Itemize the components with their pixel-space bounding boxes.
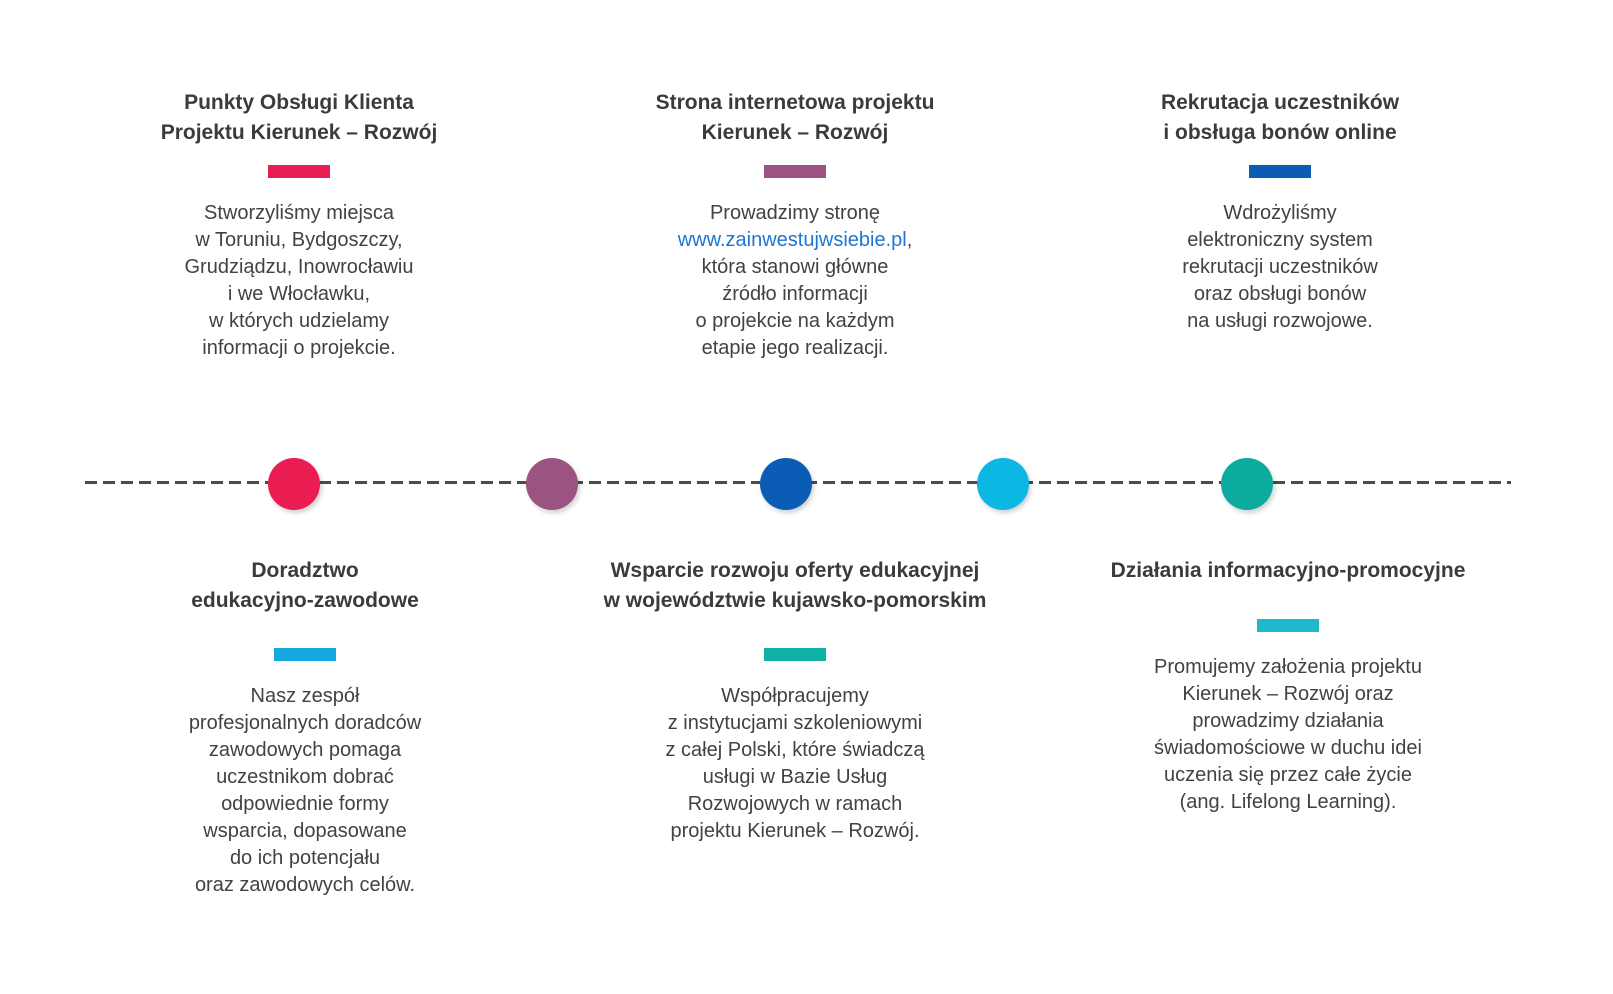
block-body: Prowadzimy stronę www.zainwestujwsiebie.…: [645, 200, 945, 362]
accent-bar: [764, 648, 826, 661]
block-doradztwo: Doradztwo edukacyjno-zawodowe Nasz zespó…: [145, 556, 465, 899]
website-link[interactable]: www.zainwestujwsiebie.pl: [677, 229, 907, 251]
accent-bar: [274, 648, 336, 661]
block-title: Działania informacyjno-promocyjne: [1110, 559, 1466, 582]
body-text-after: , która stanowi główne źródło informacji…: [695, 229, 913, 359]
block-wsparcie-rozwoju: Wsparcie rozwoju oferty edukacyjnej w wo…: [595, 556, 995, 845]
body-text-before: Prowadzimy stronę: [709, 202, 881, 224]
accent-bar: [268, 165, 330, 178]
timeline-dot-1: [268, 458, 320, 510]
block-title: Strona internetowa projektu Kierunek – R…: [655, 91, 935, 144]
block-body: Nasz zespół profesjonalnych doradców zaw…: [188, 685, 422, 896]
timeline-dot-3: [760, 458, 812, 510]
block-body: Stworzyliśmy miejsca w Toruniu, Bydgoszc…: [184, 202, 414, 359]
accent-bar: [1257, 619, 1319, 632]
block-dzialania-promocyjne: Działania informacyjno-promocyjne Promuj…: [1088, 556, 1488, 816]
block-strona-internetowa: Strona internetowa projektu Kierunek – R…: [645, 88, 945, 362]
block-body: Promujemy założenia projektu Kierunek – …: [1154, 656, 1422, 813]
accent-bar: [764, 165, 826, 178]
timeline-dot-2: [526, 458, 578, 510]
accent-bar: [1249, 165, 1311, 178]
block-title: Wsparcie rozwoju oferty edukacyjnej w wo…: [603, 559, 987, 612]
timeline-dot-4: [977, 458, 1029, 510]
block-punkty-obslugi-klienta: Punkty Obsługi Klienta Projektu Kierunek…: [149, 88, 449, 362]
block-title: Doradztwo edukacyjno-zawodowe: [191, 559, 419, 612]
block-title: Punkty Obsługi Klienta Projektu Kierunek…: [160, 91, 438, 144]
timeline-dot-5: [1221, 458, 1273, 510]
block-body: Wdrożyliśmy elektroniczny system rekruta…: [1182, 202, 1378, 332]
block-body: Współpracujemy z instytucjami szkoleniow…: [665, 685, 925, 842]
block-rekrutacja-uczestnikow: Rekrutacja uczestników i obsługa bonów o…: [1130, 88, 1430, 335]
block-title: Rekrutacja uczestników i obsługa bonów o…: [1160, 91, 1400, 144]
